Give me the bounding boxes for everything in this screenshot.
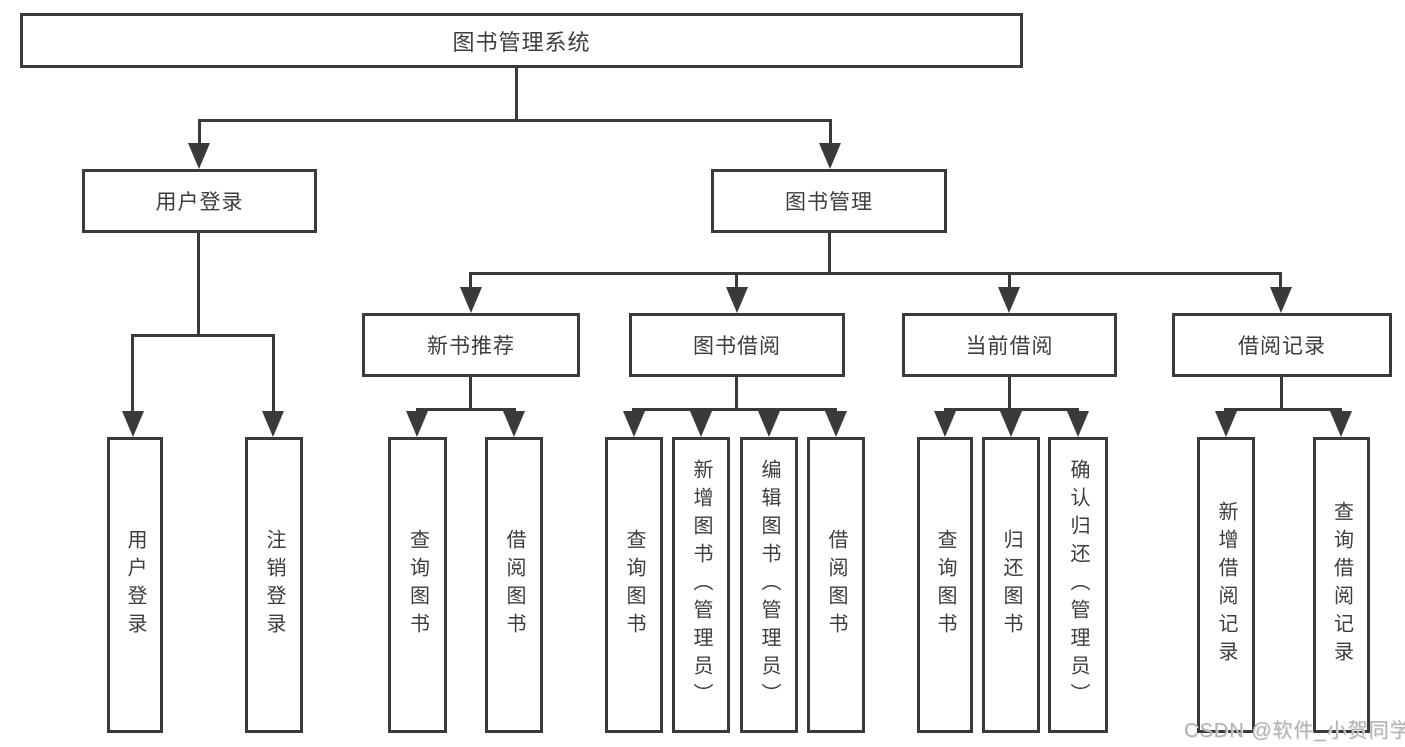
connector-arrowhead — [726, 287, 748, 313]
node-user-login-label: 用户登录 — [155, 191, 244, 214]
connector-line — [944, 408, 1079, 411]
connector-arrowhead — [825, 411, 847, 437]
leaf-borrow-books-borrow: 借阅图书 — [807, 437, 865, 733]
connector-arrowhead — [262, 411, 284, 437]
leaf-add-borrow-record-label: 新增借阅记录 — [1215, 501, 1237, 669]
connector-line — [272, 334, 275, 414]
connector-arrowhead — [690, 411, 712, 437]
connector-line — [1279, 272, 1282, 290]
connector-line — [470, 272, 1282, 275]
leaf-query-books-borrow: 查询图书 — [605, 437, 663, 733]
connector-arrowhead — [1000, 411, 1022, 437]
node-current-borrow-label: 当前借阅 — [965, 335, 1054, 358]
connector-line — [1224, 408, 1342, 411]
node-book-management: 图书管理 — [711, 169, 947, 233]
connector-arrowhead — [406, 411, 428, 437]
connector-arrowhead — [503, 411, 525, 437]
connector-arrowhead — [998, 287, 1020, 313]
connector-line — [198, 119, 201, 146]
connector-line — [469, 377, 472, 410]
leaf-user-login: 用户登录 — [107, 437, 163, 733]
node-book-borrow: 图书借阅 — [629, 313, 845, 377]
connector-arrowhead — [1330, 411, 1352, 437]
leaf-user-login-label: 用户登录 — [124, 529, 146, 641]
leaf-confirm-return-admin: 确认归还（管理员） — [1048, 437, 1108, 733]
leaf-query-books-recommend: 查询图书 — [388, 437, 447, 733]
connector-line — [1008, 272, 1011, 290]
connector-arrowhead — [122, 411, 144, 437]
leaf-add-borrow-record: 新增借阅记录 — [1197, 437, 1255, 733]
leaf-logout-label: 注销登录 — [263, 529, 285, 641]
leaf-confirm-return-admin-label: 确认归还（管理员） — [1067, 459, 1089, 711]
leaf-query-books-current: 查询图书 — [917, 437, 973, 733]
leaf-add-book-admin: 新增图书（管理员） — [672, 437, 730, 733]
connector-arrowhead — [1215, 411, 1237, 437]
connector-line — [1008, 377, 1011, 410]
leaf-edit-book-admin-label: 编辑图书（管理员） — [758, 459, 780, 711]
connector-line — [515, 68, 518, 121]
leaf-edit-book-admin: 编辑图书（管理员） — [740, 437, 798, 733]
node-current-borrow: 当前借阅 — [902, 313, 1117, 377]
connector-line — [131, 334, 275, 337]
connector-arrowhead — [1067, 411, 1089, 437]
leaf-return-book-label: 归还图书 — [1000, 529, 1022, 641]
node-borrow-records: 借阅记录 — [1172, 313, 1392, 377]
leaf-logout: 注销登录 — [245, 437, 303, 733]
connector-line — [735, 377, 738, 410]
connector-arrowhead — [758, 411, 780, 437]
connector-line — [735, 272, 738, 290]
connector-line — [828, 233, 831, 274]
connector-arrowhead — [1270, 287, 1292, 313]
connector-line — [469, 272, 472, 290]
connector-arrowhead — [623, 411, 645, 437]
connector-arrowhead — [188, 143, 210, 169]
node-new-book-recommend: 新书推荐 — [362, 313, 580, 377]
node-root-label: 图书管理系统 — [452, 29, 591, 55]
node-book-management-label: 图书管理 — [785, 191, 873, 214]
node-book-borrow-label: 图书借阅 — [693, 335, 781, 358]
leaf-borrow-books-borrow-label: 借阅图书 — [825, 529, 847, 641]
connector-line — [198, 119, 832, 122]
connector-line — [632, 408, 837, 411]
node-root: 图书管理系统 — [20, 13, 1023, 68]
leaf-return-book: 归还图书 — [982, 437, 1040, 733]
leaf-query-books-borrow-label: 查询图书 — [623, 529, 645, 641]
leaf-add-book-admin-label: 新增图书（管理员） — [690, 459, 712, 711]
connector-line — [131, 334, 134, 414]
leaf-query-books-recommend-label: 查询图书 — [406, 529, 429, 641]
connector-line — [829, 119, 832, 146]
watermark-text: CSDN @软件_小贺同学 — [1184, 720, 1405, 742]
leaf-borrow-books-recommend: 借阅图书 — [485, 437, 543, 733]
leaf-query-books-current-label: 查询图书 — [934, 529, 956, 641]
node-user-login: 用户登录 — [82, 169, 317, 233]
connector-line — [197, 233, 200, 337]
node-borrow-records-label: 借阅记录 — [1238, 335, 1326, 358]
connector-arrowhead — [460, 287, 482, 313]
connector-arrowhead — [819, 143, 841, 169]
connector-line — [416, 408, 516, 411]
connector-line — [1280, 377, 1283, 410]
leaf-query-borrow-record-label: 查询借阅记录 — [1330, 501, 1353, 669]
connector-arrowhead — [934, 411, 956, 437]
leaf-borrow-books-recommend-label: 借阅图书 — [503, 529, 525, 641]
leaf-query-borrow-record: 查询借阅记录 — [1313, 437, 1370, 733]
node-new-book-recommend-label: 新书推荐 — [427, 335, 515, 358]
